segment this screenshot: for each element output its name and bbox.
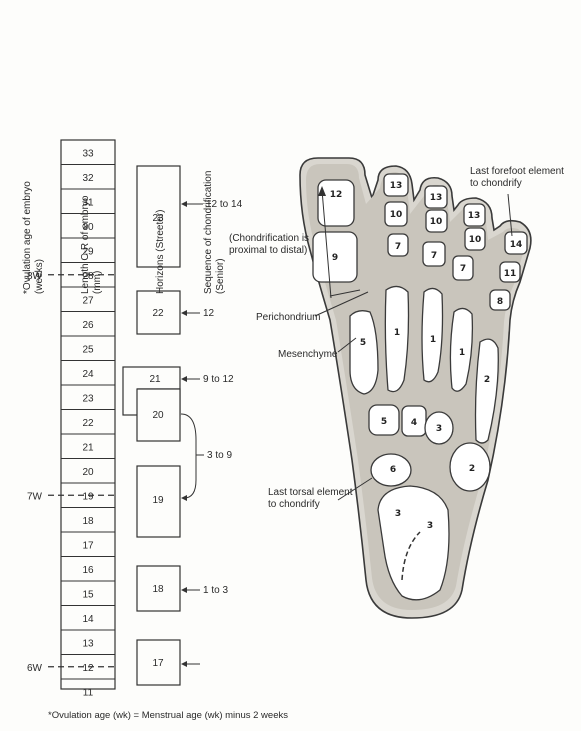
length-value: 22 xyxy=(82,418,94,429)
bone-number: 13 xyxy=(430,193,443,203)
length-value: 30 xyxy=(82,222,94,233)
last-tarsal-label: to chondrify xyxy=(268,499,320,510)
length-value: 13 xyxy=(82,638,94,649)
chondrification-note: proximal to distal) xyxy=(229,245,307,256)
length-value: 15 xyxy=(82,589,94,600)
last-forefoot-label: Last forefoot element xyxy=(470,166,564,177)
bone-number: 3 xyxy=(436,424,442,434)
bone-number: 1 xyxy=(459,348,465,358)
length-scale: 33 32 31 30 29 28 27 26 25 24 23 22 21 20 19 18 17 16 15 14… xyxy=(27,140,118,698)
sequence-label: 3 to 9 xyxy=(207,450,232,461)
length-value: 26 xyxy=(82,320,94,331)
bone-number: 2 xyxy=(484,375,490,385)
horizon-label: 22 xyxy=(152,308,164,319)
length-value: 18 xyxy=(82,516,94,527)
mesenchyme-label: Mesenchyme xyxy=(278,349,338,360)
bone-number: 5 xyxy=(360,338,366,348)
horizon-label: 21 xyxy=(149,374,161,385)
bone-number: 13 xyxy=(390,181,403,191)
bone-number: 12 xyxy=(330,190,343,200)
bone-number: 6 xyxy=(390,465,396,475)
bone-number: 3 xyxy=(395,509,401,519)
sequence-label: 12 to 14 xyxy=(206,199,243,210)
length-value: 31 xyxy=(82,197,94,208)
bone-number: 8 xyxy=(497,297,503,307)
length-value: 23 xyxy=(82,393,94,404)
horizon-label: 18 xyxy=(152,584,164,595)
last-forefoot-label: to chondrify xyxy=(470,178,522,189)
bone-number: 10 xyxy=(430,217,443,227)
bone-number: 3 xyxy=(427,521,433,531)
bone-number: 11 xyxy=(504,269,517,279)
length-value: 19 xyxy=(82,491,94,502)
length-value: 17 xyxy=(82,540,94,551)
horizon-label: 23 xyxy=(152,213,164,224)
week-mark-label: 8W xyxy=(27,271,43,282)
bone-number: 7 xyxy=(460,264,466,274)
last-tarsal-label: Last torsal element xyxy=(268,487,353,498)
length-value: 16 xyxy=(82,565,94,576)
foot-drawing: 12 13 10 13 10 7 13 10 7 14 11 8 9 7 5 1… xyxy=(300,158,531,618)
length-value: 27 xyxy=(82,295,94,306)
bone-number: 4 xyxy=(411,418,417,428)
length-value: 11 xyxy=(83,687,94,698)
bone-number: 5 xyxy=(381,417,387,427)
length-value: 12 xyxy=(82,663,94,674)
length-value: 25 xyxy=(82,344,94,355)
horizon-label: 20 xyxy=(152,410,164,421)
footnote: *Ovulation age (wk) = Menstrual age (wk)… xyxy=(48,710,288,721)
length-value: 14 xyxy=(82,614,94,625)
bone-1 xyxy=(385,286,408,391)
bone-5 xyxy=(350,311,378,394)
bone-number: 9 xyxy=(332,253,338,263)
length-value: 21 xyxy=(82,442,94,453)
horizon-label: 19 xyxy=(152,495,164,506)
sequence-label: 12 xyxy=(203,308,215,319)
sequence-arrows xyxy=(181,201,204,667)
bone-number: 14 xyxy=(510,240,523,250)
sequence-label: 9 to 12 xyxy=(203,374,234,385)
length-value: 32 xyxy=(82,173,94,184)
bone-number: 13 xyxy=(468,211,481,221)
week-mark-label: 7W xyxy=(27,491,43,502)
bone-number: 10 xyxy=(469,235,482,245)
length-value: 29 xyxy=(82,246,94,257)
horizon-label: 17 xyxy=(152,658,164,669)
length-value: 28 xyxy=(82,271,94,282)
length-value: 24 xyxy=(82,369,94,380)
week-mark-label: 6W xyxy=(27,663,43,674)
perichondrium-label: Perichondrium xyxy=(256,312,320,323)
bone-number: 1 xyxy=(394,328,400,338)
horizon-boxes: 23 22 21 20 19 18 17 xyxy=(123,166,180,685)
bone-number: 10 xyxy=(390,210,403,220)
bone-number: 7 xyxy=(395,242,401,252)
bone-number: 1 xyxy=(430,335,436,345)
chondrification-note: (Chondrification is xyxy=(229,233,309,244)
length-value: 33 xyxy=(82,148,94,159)
bone-number: 2 xyxy=(469,464,475,474)
length-value: 20 xyxy=(82,467,94,478)
sequence-label: 1 to 3 xyxy=(203,585,228,596)
bone-number: 7 xyxy=(431,251,437,261)
